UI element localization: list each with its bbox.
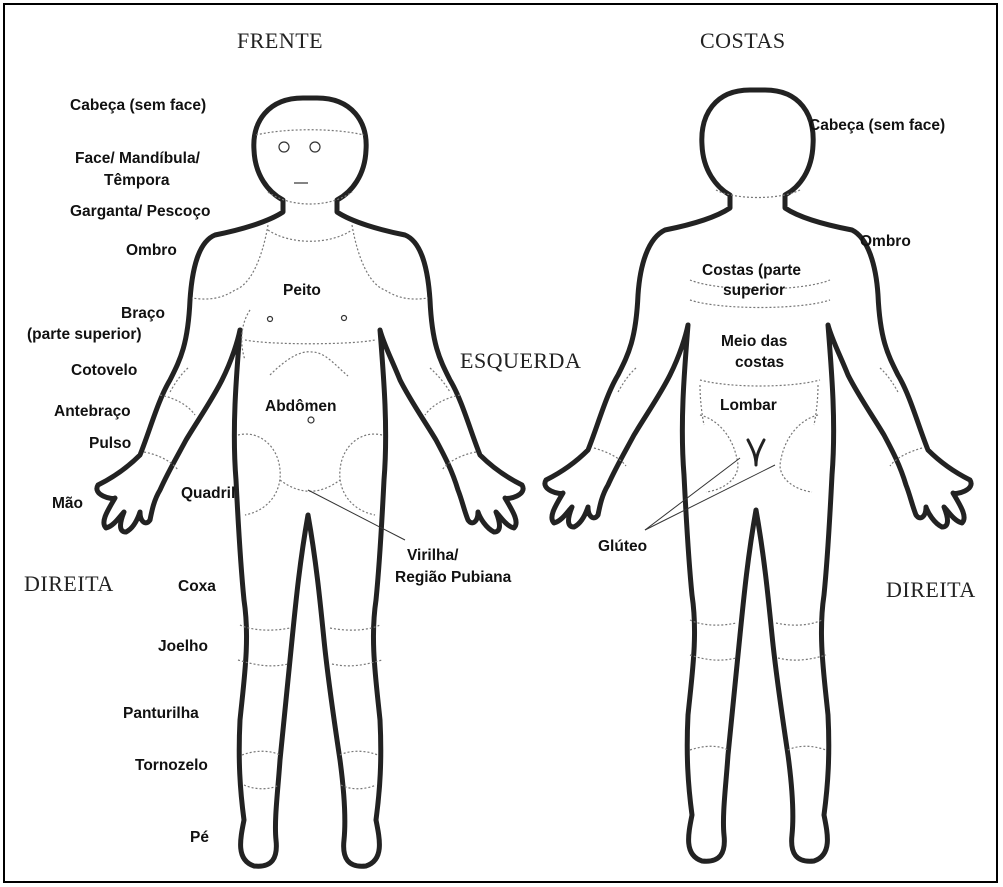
label-back-gluteus: Glúteo	[598, 538, 647, 555]
right-back-heading: DIREITA	[886, 577, 976, 602]
label-front-hip: Quadril	[181, 485, 235, 502]
label-front-thigh: Coxa	[178, 578, 216, 595]
label-front-hand: Mão	[52, 495, 83, 512]
label-back-mid-back-line2: costas	[735, 354, 784, 371]
label-back-upper-back-line1: Costas (parte	[702, 262, 801, 279]
label-front-shoulder: Ombro	[126, 242, 177, 259]
label-back-upper-back-line2: superior	[723, 282, 785, 299]
label-front-head: Cabeça (sem face)	[70, 97, 206, 114]
label-front-face-line1: Face/ Mandíbula/	[75, 150, 201, 167]
label-back-head: Cabeça (sem face)	[809, 117, 945, 134]
label-front-groin-line1: Virilha/	[407, 547, 459, 564]
label-front-upper-arm-line1: Braço	[121, 305, 165, 322]
label-back-mid-back-line1: Meio das	[721, 333, 787, 350]
label-front-ankle: Tornozelo	[135, 757, 208, 774]
back-body-outline	[545, 90, 971, 861]
label-front-foot: Pé	[190, 829, 209, 846]
label-front-abdomen: Abdômen	[265, 398, 336, 415]
label-front-elbow: Cotovelo	[71, 362, 137, 379]
label-front-wrist: Pulso	[89, 435, 131, 452]
label-front-face-line2: Têmpora	[104, 172, 170, 189]
left-heading: ESQUERDA	[460, 348, 581, 373]
label-front-calf: Panturilha	[123, 705, 199, 722]
front-heading: FRENTE	[237, 28, 323, 53]
label-front-knee: Joelho	[158, 638, 208, 655]
label-front-chest: Peito	[283, 282, 321, 299]
label-back-shoulder: Ombro	[860, 233, 911, 250]
right-front-heading: DIREITA	[24, 571, 114, 596]
label-front-upper-arm-line2: (parte superior)	[27, 326, 142, 343]
label-back-lower-back: Lombar	[720, 397, 777, 414]
label-front-throat: Garganta/ Pescoço	[70, 203, 210, 220]
label-front-groin-line2: Região Pubiana	[395, 569, 512, 586]
back-figure	[545, 90, 971, 861]
back-heading: COSTAS	[700, 28, 786, 53]
label-front-forearm: Antebraço	[54, 403, 131, 420]
